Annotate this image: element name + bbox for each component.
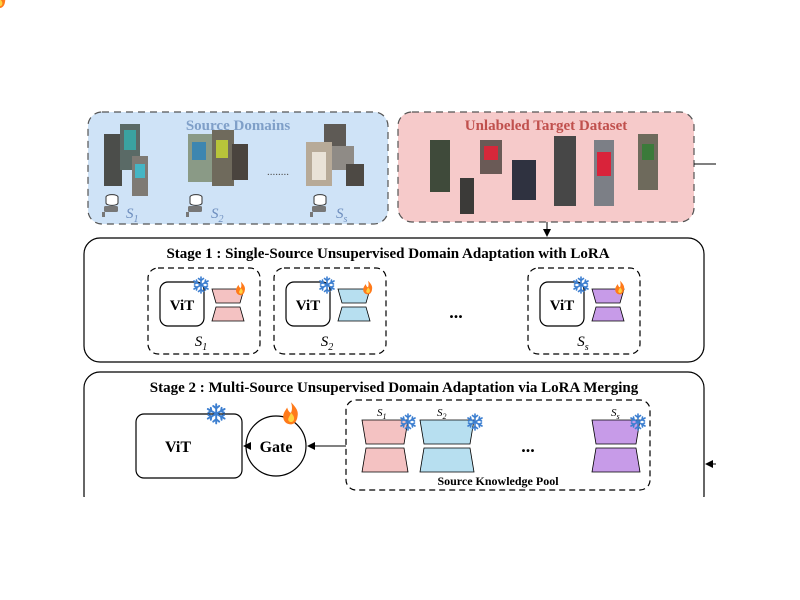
module-label: S2 — [321, 334, 334, 353]
pool-label: S1 — [377, 407, 387, 421]
target-dataset-panel: Unlabeled Target Dataset — [397, 111, 695, 223]
source-domains-title: Source Domains — [186, 118, 290, 134]
vit-label: ViT — [550, 298, 574, 314]
source-label-1: S1 — [126, 206, 139, 225]
source-label-2: S2 — [211, 206, 224, 225]
module-label: Ss — [577, 334, 589, 353]
camera-icon — [102, 194, 119, 217]
pool-caption: Source Knowledge Pool — [437, 474, 559, 488]
vit-label: ViT — [296, 298, 320, 314]
target-dataset-title: Unlabeled Target Dataset — [465, 118, 628, 134]
source-images-1 — [104, 124, 148, 196]
source-images-2 — [188, 130, 248, 186]
pool-item-2: S2 — [419, 407, 483, 473]
pool-item-1: S1 — [361, 407, 416, 473]
module-label: S1 — [195, 334, 208, 353]
source-ellipsis: ........ — [267, 166, 289, 178]
source-domains-panel: Source Domains ........ — [87, 111, 389, 225]
pool-item-s: Ss — [591, 407, 646, 473]
source-label-s: Ss — [336, 206, 348, 225]
stage2-title: Stage 2 : Multi-Source Unsupervised Doma… — [150, 380, 639, 396]
stage1-module-2: ViT S2 — [273, 267, 387, 355]
stage2-panel: Stage 2 : Multi-Source Unsupervised Doma… — [0, 0, 705, 513]
vit-label: ViT — [170, 298, 194, 314]
stage2-vit-label: ViT — [165, 439, 191, 456]
pool-label: S2 — [437, 407, 447, 421]
source-knowledge-pool — [345, 399, 651, 491]
stage1-module-1: ViT S1 — [147, 267, 261, 355]
fire-icon — [283, 402, 298, 425]
source-images-s — [306, 124, 364, 186]
camera-icon — [310, 194, 327, 217]
stage1-title: Stage 1 : Single-Source Unsupervised Dom… — [166, 246, 609, 262]
target-images — [430, 134, 658, 214]
stage1-ellipsis: ... — [449, 302, 463, 322]
stage1-module-s: ViT Ss — [527, 267, 641, 355]
pool-label: Ss — [611, 407, 620, 421]
stage2-vit-block — [135, 413, 243, 479]
pool-ellipsis: ... — [521, 436, 535, 456]
stage1-panel: Stage 1 : Single-Source Unsupervised Dom… — [83, 237, 705, 363]
camera-icon — [186, 194, 203, 217]
gate-label: Gate — [260, 439, 293, 456]
fire-icon — [0, 0, 6, 8]
